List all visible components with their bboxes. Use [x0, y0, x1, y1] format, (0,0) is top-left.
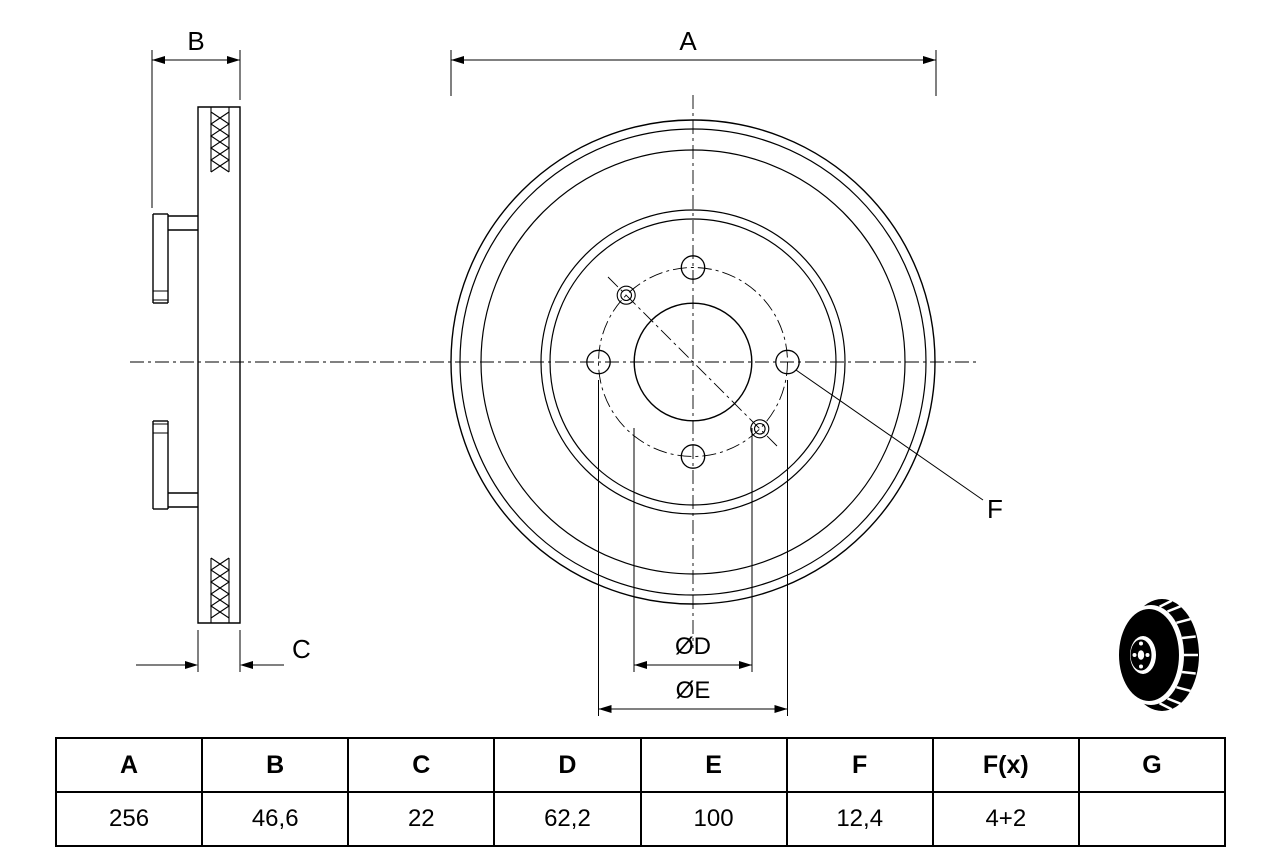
bolt-holes: [586, 255, 800, 469]
pin-holes: [616, 285, 770, 439]
bolt-hole-top: [680, 255, 706, 280]
dimension-table: A B C D E F F(x) G 256 46,6 22 62,2 100 …: [54, 737, 1227, 847]
hat-inner-circle: [549, 218, 837, 506]
bolt-hole-left: [586, 349, 611, 375]
dimension-d-label: ØD: [675, 633, 711, 660]
dimension-c-label: C: [292, 634, 311, 664]
value-a: 256: [54, 791, 204, 847]
brake-disc-drawing: A B C ØD: [130, 26, 1199, 716]
dimension-b: B: [151, 26, 241, 208]
vent-slot-ticks: [1159, 599, 1198, 711]
value-f: 12,4: [785, 791, 934, 847]
pin-hole-lower-right-inner: [753, 422, 766, 435]
bolt-hole-right: [775, 349, 800, 375]
value-g: [1077, 791, 1227, 847]
col-header-d: D: [493, 737, 642, 793]
side-view: [152, 106, 241, 624]
col-header-b: B: [201, 737, 350, 793]
col-header-c: C: [347, 737, 496, 793]
pin-hole-upper-left-inner: [620, 289, 633, 302]
dimension-f-label: F: [987, 494, 1003, 524]
dimension-b-label: B: [187, 26, 204, 56]
outer-chamfer-circle: [459, 128, 927, 596]
dimension-d: ØD: [633, 428, 753, 672]
centerlines: [130, 95, 978, 648]
table-value-row: 256 46,6 22 62,2 100 12,4 4+2: [54, 791, 1227, 847]
outer-diameter-circle: [450, 119, 936, 605]
dimension-e-label: ØE: [676, 677, 711, 704]
pin-hole-upper-left-outer: [616, 285, 636, 305]
front-view: [450, 119, 936, 605]
rim-outline: [197, 106, 241, 624]
flange-hole-sections: [153, 290, 168, 434]
value-b: 46,6: [201, 791, 350, 847]
value-d: 62,2: [493, 791, 642, 847]
vent-slots: [210, 107, 230, 623]
friction-band-inner-circle: [480, 149, 906, 575]
col-header-a: A: [54, 737, 204, 793]
col-header-fx: F(x): [931, 737, 1080, 793]
hat-profile: [152, 213, 198, 510]
hat-outer-circle: [540, 209, 846, 515]
diagonal-centerline: [607, 276, 779, 448]
pin-hole-lower-right-outer: [750, 419, 770, 439]
value-fx: 4+2: [931, 791, 1080, 847]
value-e: 100: [639, 791, 788, 847]
bolt-circle: [598, 267, 788, 457]
col-header-g: G: [1077, 737, 1227, 793]
col-header-f: F: [785, 737, 934, 793]
dimension-c: C: [136, 630, 311, 672]
leader-f: F: [795, 369, 1003, 524]
dimension-a: A: [450, 26, 937, 96]
dimension-e: ØE: [598, 380, 788, 716]
value-c: 22: [347, 791, 496, 847]
center-bore-circle: [633, 302, 753, 422]
dimension-a-label: A: [679, 26, 697, 56]
brake-disc-3d-icon: [1118, 599, 1199, 711]
col-header-e: E: [639, 737, 788, 793]
bolt-hole-bottom: [680, 444, 706, 469]
table-header-row: A B C D E F F(x) G: [54, 737, 1227, 793]
